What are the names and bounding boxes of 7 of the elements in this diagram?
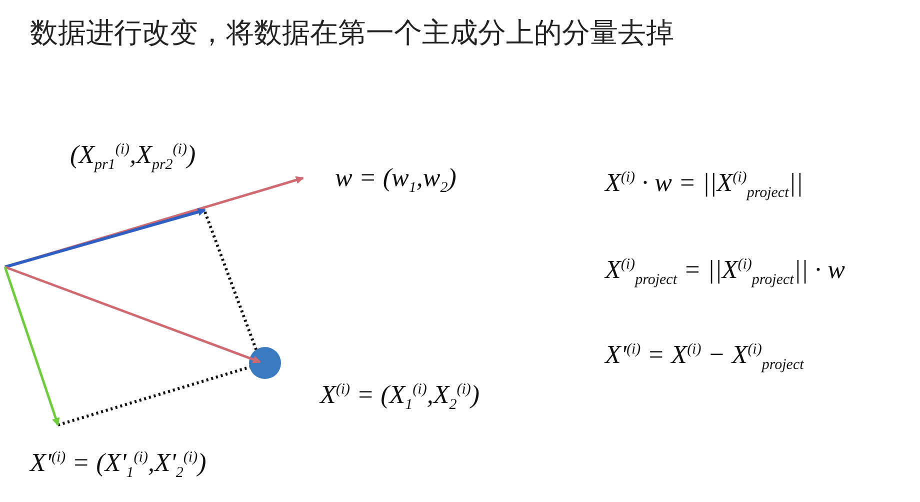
formula: X'$^{(i)}$ = (X'$_{1}$$^{(i)}$,X'$_{2}$$^{(i)}$) [30, 448, 206, 482]
formula: (X$_{pr1}$$^{(i)}$,X$_{pr2}$$^{(i)}$) [70, 140, 196, 174]
formula: X$^{(i)}$ · w = ||X$^{(i)}$$_{project}$|| [605, 168, 804, 202]
formula: X$^{(i)}$$_{project}$ = ||X$^{(i)}$$_{project}$|| · w [605, 255, 845, 290]
formula: w = (w$_{1}$,w$_{2}$) [335, 163, 456, 198]
slide-title: 数据进行改变，将数据在第一个主成分上的分量去掉 [30, 15, 674, 51]
formula: X$^{(i)}$ = (X$_{1}$$^{(i)}$,X$_{2}$$^{(i)}$) [320, 380, 480, 414]
